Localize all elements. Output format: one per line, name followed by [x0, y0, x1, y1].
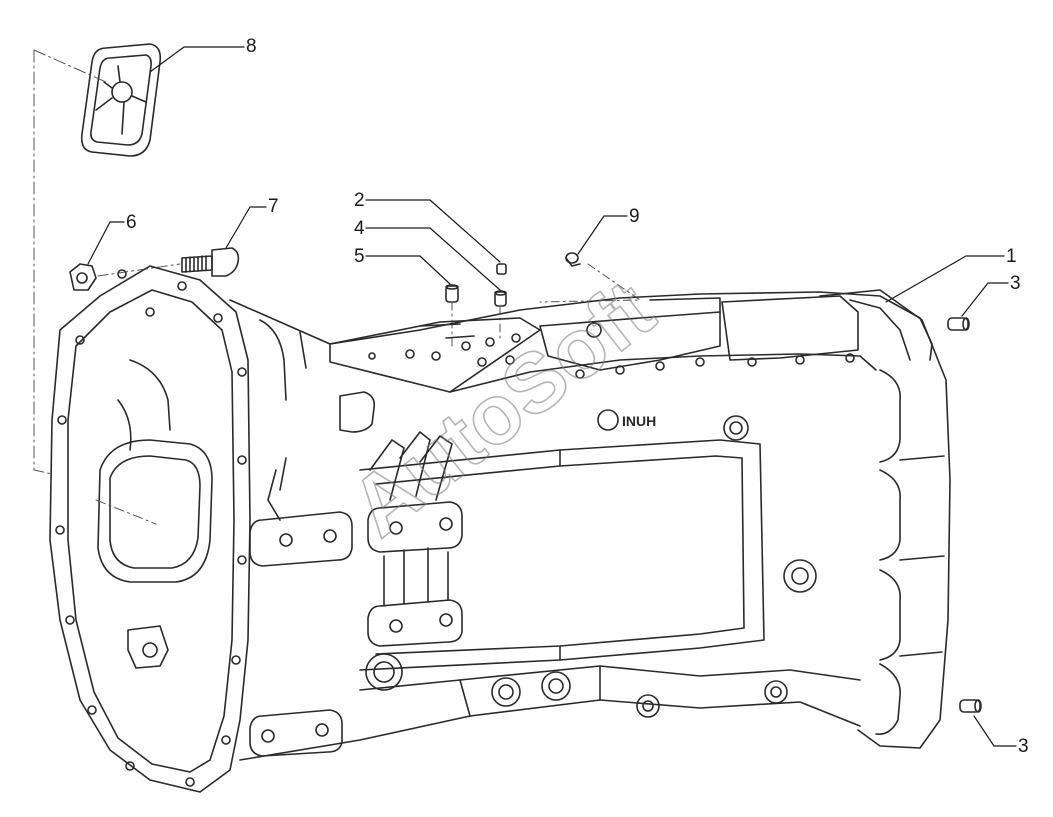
callout-8: 8: [246, 36, 257, 57]
callout-2: 2: [354, 190, 365, 211]
leader-lines: [87, 46, 1017, 747]
part-3-dowel-bottom: [959, 699, 982, 713]
callout-5: 5: [354, 246, 365, 267]
callout-4: 4: [354, 218, 365, 239]
part-7-nut: [69, 263, 97, 291]
part-8-seal: [80, 43, 162, 157]
part-5-pin: [445, 284, 459, 303]
callout-3-bottom: 3: [1018, 736, 1029, 757]
part-1-housing: [49, 265, 951, 793]
part-6-bolt: [181, 247, 240, 277]
part-3-dowel-top: [947, 317, 970, 331]
part-9-plug: [565, 252, 581, 267]
callout-7: 6: [126, 212, 137, 233]
callout-9: 9: [629, 206, 640, 227]
brand-emblem: INUH: [597, 409, 656, 431]
callout-6: 7: [268, 196, 279, 217]
part-4-pin: [494, 290, 507, 307]
callout-3-top: 3: [1010, 273, 1021, 294]
part-2-pin: [496, 263, 507, 275]
callout-1: 1: [1006, 246, 1017, 267]
brand-logo-text: INUH: [622, 413, 656, 429]
